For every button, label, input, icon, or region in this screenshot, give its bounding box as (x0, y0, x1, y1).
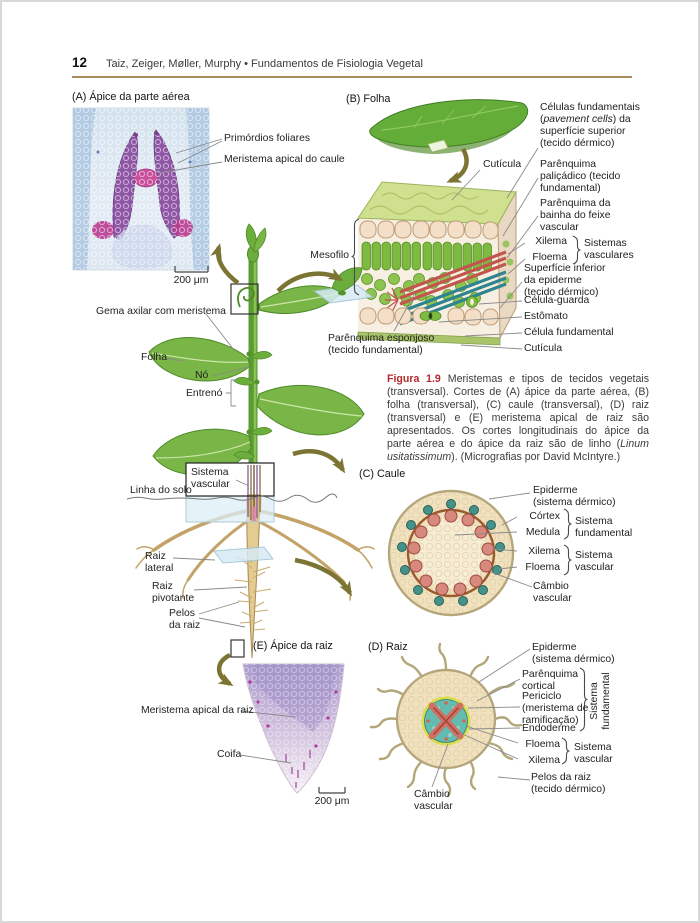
root-apex-inset-box (230, 639, 245, 658)
label-raiz-lateral: Raiz lateral (145, 551, 174, 575)
label-c-floema: Floema (525, 562, 560, 573)
ground-line (126, 493, 338, 503)
label-celula-fundamental: Célula fundamental (524, 327, 614, 338)
label-estomato: Estômato (524, 311, 568, 322)
root-vascular-brace (561, 737, 570, 765)
arrow-to-stem-section (292, 449, 346, 474)
label-raiz-pivotante: Raiz pivotante (152, 581, 195, 605)
label-cuticula-superior: Cutícula (483, 159, 522, 170)
stem-cross-section (387, 489, 515, 617)
label-c-xilema: Xilema (528, 546, 560, 557)
label-pelos-da-raiz: Pelos da raiz (169, 608, 201, 632)
label-c-cortex: Córtex (529, 511, 560, 522)
panel-d-title: (D) Raiz (368, 641, 408, 653)
root-cut-plane (213, 546, 274, 564)
label-mesofilo: Mesofilo (310, 250, 349, 261)
label-celulas-fundamentais: Células fundamentais (pavement cells) da… (540, 102, 644, 150)
label-c-sistema-fundamental: Sistema fundamental (575, 516, 633, 540)
label-d-periciclo: Periciclo (meristema de ramificação) (522, 691, 589, 727)
label-d-sistema-vascular: Sistema vascular (574, 742, 613, 766)
leaf-tissue-block (357, 181, 517, 346)
figure-caption-text2: ). (Micrografias por David McIntyre.) (451, 450, 621, 463)
running-header: Taiz, Zeiger, Møller, Murphy • Fundament… (106, 58, 423, 70)
panel-a-scale-bar-label: 200 μm (173, 275, 209, 286)
sistemas-vasculares-brace (572, 235, 581, 265)
label-sistemas-vasculares: Sistemas vasculares (584, 238, 634, 262)
page-number: 12 (72, 55, 88, 70)
label-celulas-part2: ) da superfície superior (tecido dérmico… (540, 114, 631, 150)
label-d-floema: Floema (525, 739, 560, 750)
root-hairs (369, 642, 523, 798)
label-d-cambio-vascular: Câmbio vascular (414, 789, 453, 813)
label-meristema-apical-caule: Meristema apical do caule (224, 154, 345, 165)
label-c-medula: Medula (525, 527, 560, 538)
label-c-epiderme: Epiderme (sistema dérmico) (533, 485, 616, 509)
xylem-bundles (407, 509, 495, 596)
figure-caption-species-italic: Linum usitatissimum (387, 437, 649, 463)
arrow-to-shoot-apex (210, 243, 240, 285)
root-cross-section (369, 642, 523, 798)
sistema-vascular-box (185, 462, 275, 497)
leader-lines (158, 138, 539, 788)
flow-arrows (210, 147, 469, 687)
shoot-apex-inset-box (230, 283, 259, 315)
label-c-sistema-vascular: Sistema vascular (575, 550, 614, 574)
label-folha: Folha (141, 352, 167, 363)
label-b-xilema: Xilema (535, 236, 567, 247)
label-cuticula-inferior: Cutícula (524, 343, 563, 354)
header-rule (72, 76, 632, 78)
vascular-strands (247, 465, 261, 521)
label-celula-guarda: Célula-guarda (524, 295, 590, 306)
root-fundamental-brace (579, 667, 588, 732)
arrow-leaf-to-block (446, 147, 469, 184)
label-linha-do-solo: Linha do solo (130, 485, 192, 496)
braces (351, 218, 588, 765)
label-no: Nó (195, 370, 209, 381)
label-c-cambio-vascular: Câmbio vascular (533, 581, 572, 605)
label-celulas-part1: Células fundamentais ( (540, 102, 640, 126)
panel-e-title: (E) Ápice da raiz (253, 640, 333, 652)
panel-b-title: (B) Folha (346, 93, 391, 105)
arrow-to-leaf-panel (276, 268, 344, 293)
label-d-epiderme: Epiderme (sistema dérmico) (532, 642, 615, 666)
label-sistema-vascular-box: Sistema vascular (191, 467, 230, 491)
label-d-pelos-da-raiz: Pelos da raiz (tecido dérmico) (531, 772, 606, 796)
label-d-sistema-fundamental: Sistema fundamental (588, 672, 612, 730)
leaf-drawing (369, 99, 529, 154)
stomata (419, 296, 478, 321)
mesofilo-brace (351, 218, 360, 296)
panel-e-scale-bar-label: 200 μm (314, 796, 350, 807)
phloem-bundles (397, 499, 505, 606)
arrow-to-root-apex (216, 652, 234, 687)
shoot-apex-micrograph (72, 107, 210, 271)
label-meristema-apical-raiz: Meristema apical da raiz (141, 705, 254, 716)
figure-caption-number: Figura 1.9 (387, 373, 441, 385)
label-parenquima-palicadico: Parênquima paliçádico (tecido fundamenta… (540, 159, 621, 195)
root-apex-micrograph (242, 663, 345, 794)
label-celulas-italic: pavement cells (543, 114, 613, 126)
label-d-parenquima-cortical: Parênquima cortical (522, 669, 579, 693)
stem-fundamental-brace (563, 508, 572, 540)
scale-bars (174, 266, 346, 794)
stem-vascular-brace (563, 544, 572, 576)
panel-a-title: (A) Ápice da parte aérea (72, 91, 190, 103)
label-gema-axilar: Gema axilar com meristema (96, 306, 226, 317)
label-b-floema: Floema (532, 252, 567, 263)
arrow-to-root-section (294, 557, 352, 597)
figure-caption-text1: Meristemas e tipos de tecidos vegetais (… (387, 373, 649, 450)
label-d-xilema: Xilema (528, 755, 560, 766)
label-entreno: Entrenó (186, 388, 223, 399)
label-parenquima-esponjoso: Parênquima esponjoso (tecido fundamental… (328, 333, 435, 357)
label-superficie-inferior: Superfície inferior da epiderme (tecido … (524, 263, 606, 299)
label-d-endoderme: Endoderme (522, 723, 576, 734)
label-parenquima-bainha: Parênquima da bainha do feixe vascular (540, 198, 611, 234)
label-primordios-foliares: Primórdios foliares (224, 133, 311, 144)
panel-c-title: (C) Caule (359, 468, 406, 480)
label-coifa: Coifa (217, 749, 242, 760)
plant-illustration (126, 223, 375, 659)
